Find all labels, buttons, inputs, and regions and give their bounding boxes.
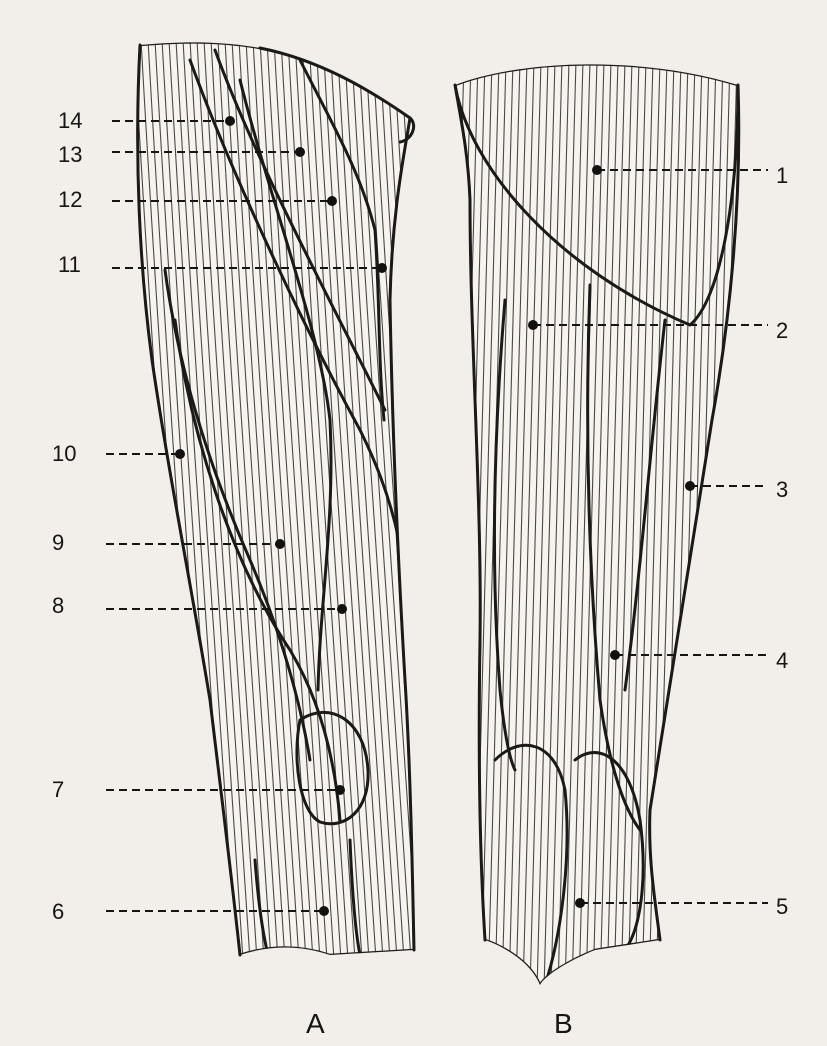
marker-dot [528, 320, 538, 330]
callout-number: 7 [52, 777, 64, 802]
marker-dot [275, 539, 285, 549]
callout-number: 8 [52, 593, 64, 618]
marker-dot [592, 165, 602, 175]
marker-dot [295, 147, 305, 157]
marker-dot [327, 196, 337, 206]
callout-number: 9 [52, 530, 64, 555]
callout-number: 6 [52, 899, 64, 924]
callout-number: 14 [58, 108, 82, 133]
panel-label-a: A [306, 1008, 325, 1039]
callout-number: 12 [58, 187, 82, 212]
marker-dot [685, 481, 695, 491]
callout-number: 11 [58, 252, 81, 277]
callout-number: 5 [776, 894, 788, 919]
panel-a-drawing [120, 40, 474, 960]
panel-label-b: B [554, 1008, 573, 1039]
callout-number: 2 [776, 318, 788, 343]
callout-number: 10 [52, 441, 76, 466]
marker-dot [319, 906, 329, 916]
callout-number: 1 [776, 163, 788, 188]
marker-dot [337, 604, 347, 614]
marker-dot [175, 449, 185, 459]
marker-dot [225, 116, 235, 126]
marker-dot [610, 650, 620, 660]
callout-number: 3 [776, 477, 788, 502]
callout-number: 4 [776, 648, 788, 673]
marker-dot [575, 898, 585, 908]
callout-number: 13 [58, 142, 82, 167]
marker-dot [377, 263, 387, 273]
marker-dot [335, 785, 345, 795]
